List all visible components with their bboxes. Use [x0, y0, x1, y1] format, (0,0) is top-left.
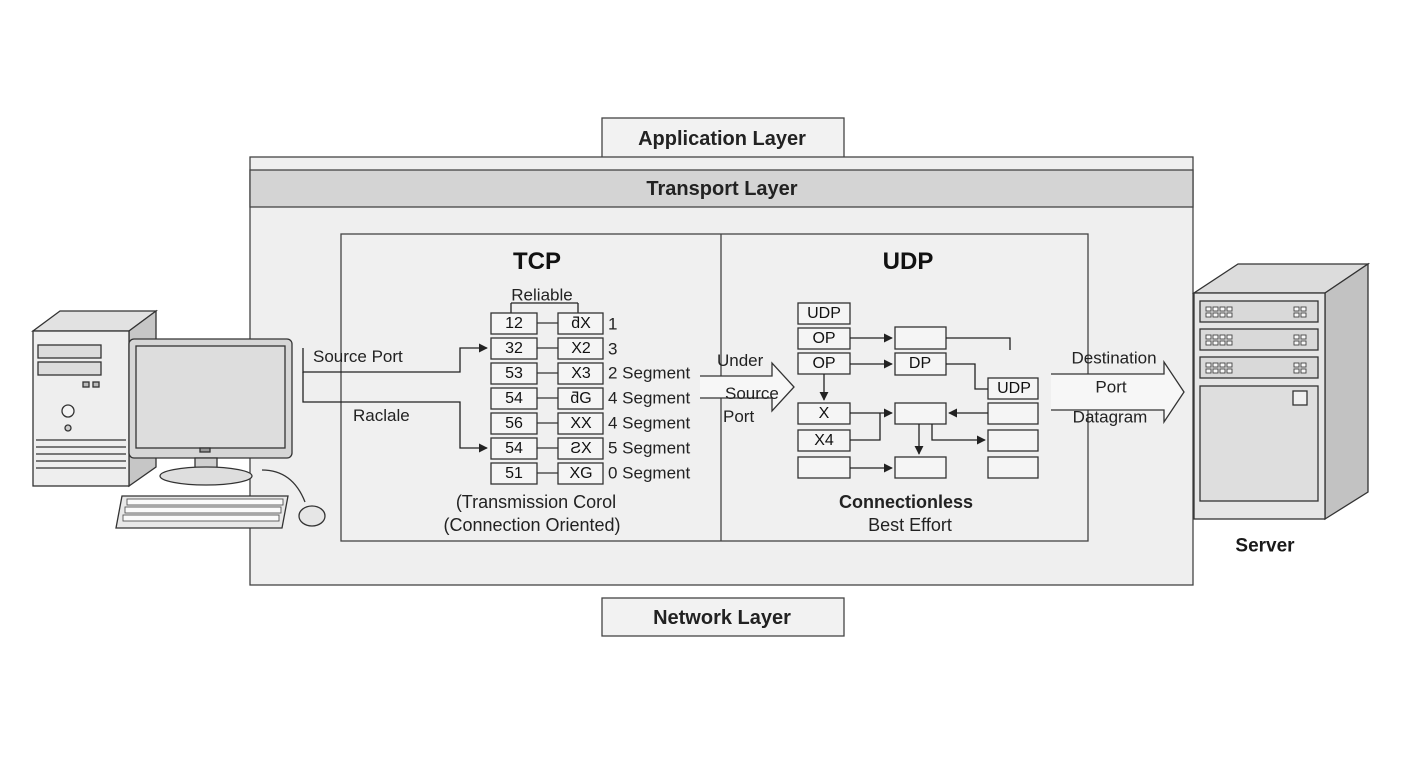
tcp-row-code: XX: [570, 415, 592, 432]
tcp-row-segment: 2 Segment: [608, 363, 691, 383]
network-layer-label: Network Layer: [653, 607, 791, 629]
middle-under-label: Under: [717, 351, 764, 370]
tcp-row-number: 12: [505, 315, 523, 332]
tcp-row-segment: 4 Segment: [608, 413, 691, 433]
tcp-row-code: ƌX: [571, 315, 591, 332]
udp-box-mid-center: [894, 402, 947, 425]
server-drive-lights: [1205, 306, 1307, 374]
tcp-row-connectors: [537, 322, 558, 474]
server-tower-icon: [1191, 262, 1371, 521]
middle-hollow-arrow: [700, 361, 795, 413]
udp-title: UDP: [882, 248, 934, 275]
tcp-row-number: 56: [505, 415, 523, 432]
tcp-row-code: X2: [571, 340, 591, 357]
transport-layer-label: Transport Layer: [646, 178, 798, 200]
udp-op-box-label: OP: [812, 330, 836, 347]
raclale-label: Raclale: [353, 406, 410, 425]
server-label: Server: [1235, 535, 1295, 557]
right-hollow-arrow: [1051, 359, 1185, 425]
udp-dp-box-label: DP: [908, 355, 932, 372]
udp-box-empty-left: [797, 456, 851, 479]
udp-description-line2: Best Effort: [868, 515, 952, 535]
application-layer-box: [601, 117, 845, 159]
tcp-row-code: X3: [571, 365, 591, 382]
reliable-bracket: [510, 302, 579, 313]
tcp-row-code: ƧX: [570, 440, 592, 457]
tcp-table: [490, 312, 604, 485]
tcp-row-number: 54: [505, 390, 523, 407]
tcp-row-code: ƌG: [570, 390, 592, 407]
tcp-reliable-label: Reliable: [511, 285, 573, 305]
udp-box-right-1: [987, 402, 1039, 425]
tcp-row-number: 32: [505, 340, 523, 357]
tcp-row-code: XG: [569, 465, 593, 482]
udp-op-box-label: OP: [812, 355, 836, 372]
udp-description-line1: Connectionless: [838, 492, 974, 512]
udp-flow: [819, 333, 1011, 473]
transport-band: [249, 169, 1194, 208]
udp-box-right-3: [987, 456, 1039, 479]
desktop-computer-icon: [31, 309, 326, 529]
tcp-row-segment: 1: [608, 314, 618, 334]
destination-port-label: Port: [1095, 377, 1127, 397]
tcp-row-number: 51: [505, 465, 523, 482]
udp-x-box-label: X: [818, 405, 830, 422]
source-port-label: Source Port: [313, 347, 403, 366]
udp-boxes: [797, 302, 1039, 479]
datagram-label: Datagram: [1072, 407, 1148, 427]
tcp-row-number: 54: [505, 440, 523, 457]
source-port-arrows: [302, 343, 488, 453]
application-layer-label: Application Layer: [638, 128, 806, 150]
udp-x4-box-label: X4: [814, 432, 834, 449]
udp-box-mid-top: [894, 326, 947, 350]
network-layer-box: [601, 597, 845, 637]
destination-label: Destination: [1071, 348, 1157, 368]
udp-box-mid-bottom: [894, 456, 947, 479]
tcp-title: TCP: [513, 248, 561, 275]
udp-header-box-label: UDP: [807, 305, 841, 322]
tcp-row-segment: 5 Segment: [608, 438, 691, 458]
udp-box-right-2: [987, 429, 1039, 452]
udp-right-box-label: UDP: [997, 380, 1031, 397]
tcp-description-line1: (Transmission Corol: [455, 492, 617, 512]
tcp-row-number: 53: [505, 365, 523, 382]
udp-box-header: [797, 302, 851, 325]
tcp-row-segment: 4 Segment: [608, 388, 691, 408]
middle-port-label: Port: [723, 407, 755, 426]
tcp-row-segment: 3: [608, 339, 618, 359]
middle-source-label: Source: [725, 384, 779, 403]
tcp-description-line2: (Connection Oriented): [443, 515, 621, 535]
tcp-row-segment: 0 Segment: [608, 463, 691, 483]
